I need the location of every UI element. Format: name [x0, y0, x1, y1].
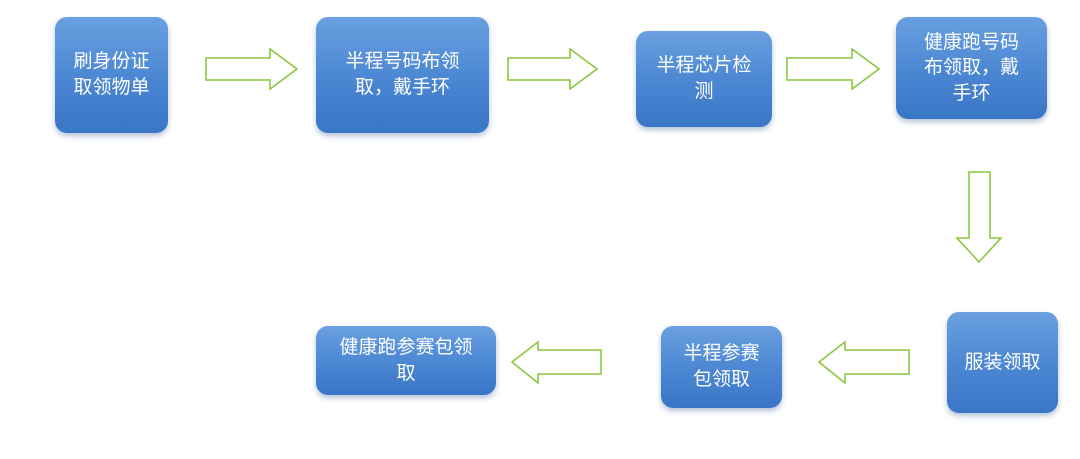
- arrow-left-1: [817, 340, 910, 385]
- arrow-down-1: [955, 171, 1003, 264]
- arrow-right-2: [507, 47, 599, 91]
- step-half-marathon-chip-check: 半程芯片检 测: [636, 31, 772, 127]
- step-half-marathon-bib-label: 半程号码布领 取，戴手环: [345, 50, 460, 98]
- step-apparel-pickup-label: 服装领取: [964, 350, 1041, 373]
- step-swipe-id-card-label: 刷身份证 取领物单: [73, 50, 150, 98]
- step-swipe-id-card: 刷身份证 取领物单: [55, 17, 168, 133]
- arrow-left-2: [510, 340, 602, 385]
- step-half-marathon-race-pack: 半程参赛 包领取: [661, 326, 782, 408]
- step-half-marathon-race-pack-label: 半程参赛 包领取: [683, 342, 760, 390]
- step-fun-run-bib-label: 健康跑号码 布领取，戴 手环: [923, 30, 1019, 104]
- arrow-right-3: [786, 47, 881, 91]
- step-fun-run-bib: 健康跑号码 布领取，戴 手环: [896, 17, 1047, 119]
- step-half-marathon-chip-check-label: 半程芯片检 测: [656, 54, 752, 102]
- step-half-marathon-bib: 半程号码布领 取，戴手环: [316, 17, 489, 133]
- step-apparel-pickup: 服装领取: [947, 312, 1058, 413]
- step-fun-run-race-pack: 健康跑参赛包领 取: [316, 326, 496, 395]
- arrow-right-1: [205, 47, 299, 91]
- step-fun-run-race-pack-label: 健康跑参赛包领 取: [339, 335, 473, 384]
